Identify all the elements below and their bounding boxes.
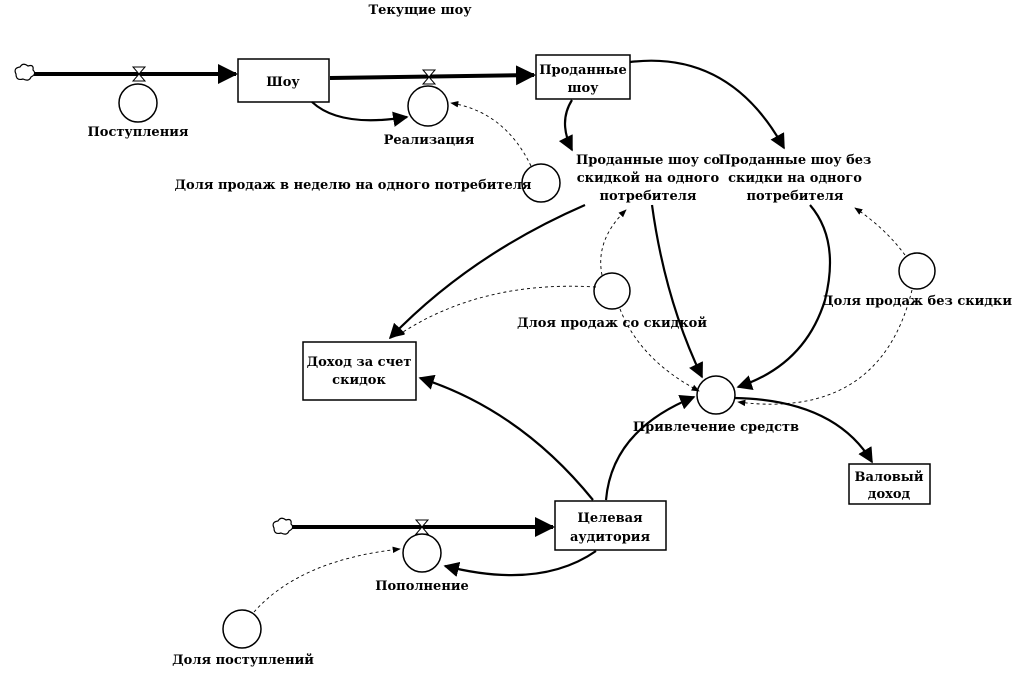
link-target-audience-to-discount-income [418, 374, 594, 501]
info-weekly-share-to-sales [450, 101, 532, 167]
no-discount-share-circle[interactable] [898, 252, 936, 290]
link-target-audience-to-fundraising [604, 395, 696, 501]
info-discount-share-to-sold-discount [600, 209, 627, 276]
sold-discount-variable[interactable]: Проданные шоу со скидкой на одного потре… [576, 153, 720, 204]
info-discount-share-to-discount-income [396, 285, 597, 337]
weekly-sales-share-label: Доля продаж в неделю на одного потребите… [174, 178, 531, 193]
fundraising-label: Привлечение средств [633, 420, 799, 435]
fundraising-circle[interactable] [696, 375, 736, 415]
link-sold-to-sold-no-discount [629, 59, 785, 150]
sold-no-discount-label-1: Проданные шоу без [719, 153, 872, 168]
stock-show-label: Шоу [266, 75, 300, 90]
link-sold-to-sold-discount [558, 99, 573, 152]
info-no-discount-share-to-fundraising [737, 289, 913, 407]
cloud-source-bottom [272, 517, 294, 535]
stock-target-audience-label-2: аудитория [570, 530, 651, 545]
replenishment-circle[interactable] [402, 533, 442, 573]
sold-discount-label-1: Проданные шоу со [576, 153, 720, 168]
sold-no-discount-variable[interactable]: Проданные шоу без скидки на одного потре… [719, 153, 872, 204]
stock-show[interactable]: Шоу [237, 58, 330, 103]
stock-discount-income-label-1: Доход за счет [307, 355, 412, 370]
diagram-title: Текущие шоу [368, 3, 472, 18]
info-no-discount-share-to-sold-no-discount [854, 207, 906, 256]
sales-flow-circle[interactable] [407, 85, 449, 127]
link-sold-no-discount-to-fundraising [736, 204, 832, 390]
stock-sold-shows[interactable]: Проданные шоу [535, 54, 631, 100]
stock-gross-income-label-2: доход [868, 487, 911, 502]
replenishment-label: Пополнение [375, 579, 469, 594]
inflow-share-label: Доля поступлений [172, 653, 314, 668]
link-fundraising-to-gross-income [734, 396, 873, 464]
stock-discount-income[interactable]: Доход за счет скидок [302, 341, 417, 401]
no-discount-share-label: Доля продаж без скидки [822, 294, 1012, 309]
discount-share-circle[interactable] [593, 272, 631, 310]
sold-discount-label-3: потребителя [599, 189, 696, 204]
sales-pipe [329, 65, 536, 86]
stock-target-audience[interactable]: Целевая аудитория [554, 500, 667, 551]
weekly-sales-share-circle[interactable] [521, 163, 561, 203]
link-target-audience-to-replenishment [443, 550, 597, 577]
discount-share-label: Длоя продаж со скидкой [517, 316, 707, 331]
cloud-source-top [14, 63, 36, 81]
link-sold-discount-to-fundraising [650, 204, 703, 379]
stock-target-audience-label-1: Целевая [577, 511, 643, 526]
inflow-share-circle[interactable] [222, 609, 262, 649]
stock-sold-shows-label-2: шоу [568, 81, 600, 96]
link-sold-discount-to-discount-income [388, 203, 586, 340]
sold-no-discount-label-3: потребителя [746, 189, 843, 204]
sold-discount-label-2: скидкой на одного [577, 171, 720, 186]
stock-gross-income[interactable]: Валовый доход [848, 463, 931, 505]
inflow-valve-circle[interactable] [118, 83, 158, 123]
sold-no-discount-label-2: скидки на одного [728, 171, 862, 186]
inflow-label: Поступления [88, 125, 189, 140]
inflow-valve [131, 66, 147, 82]
info-inflow-share-to-replenishment [253, 546, 401, 613]
stock-sold-shows-label-1: Проданные [539, 63, 626, 78]
sales-valve [421, 69, 437, 85]
link-show-to-sales [311, 101, 409, 127]
sales-label: Реализация [384, 133, 475, 148]
stock-gross-income-label-1: Валовый [855, 470, 924, 485]
stock-discount-income-label-2: скидок [332, 373, 386, 388]
info-discount-share-to-fundraising [619, 308, 700, 392]
